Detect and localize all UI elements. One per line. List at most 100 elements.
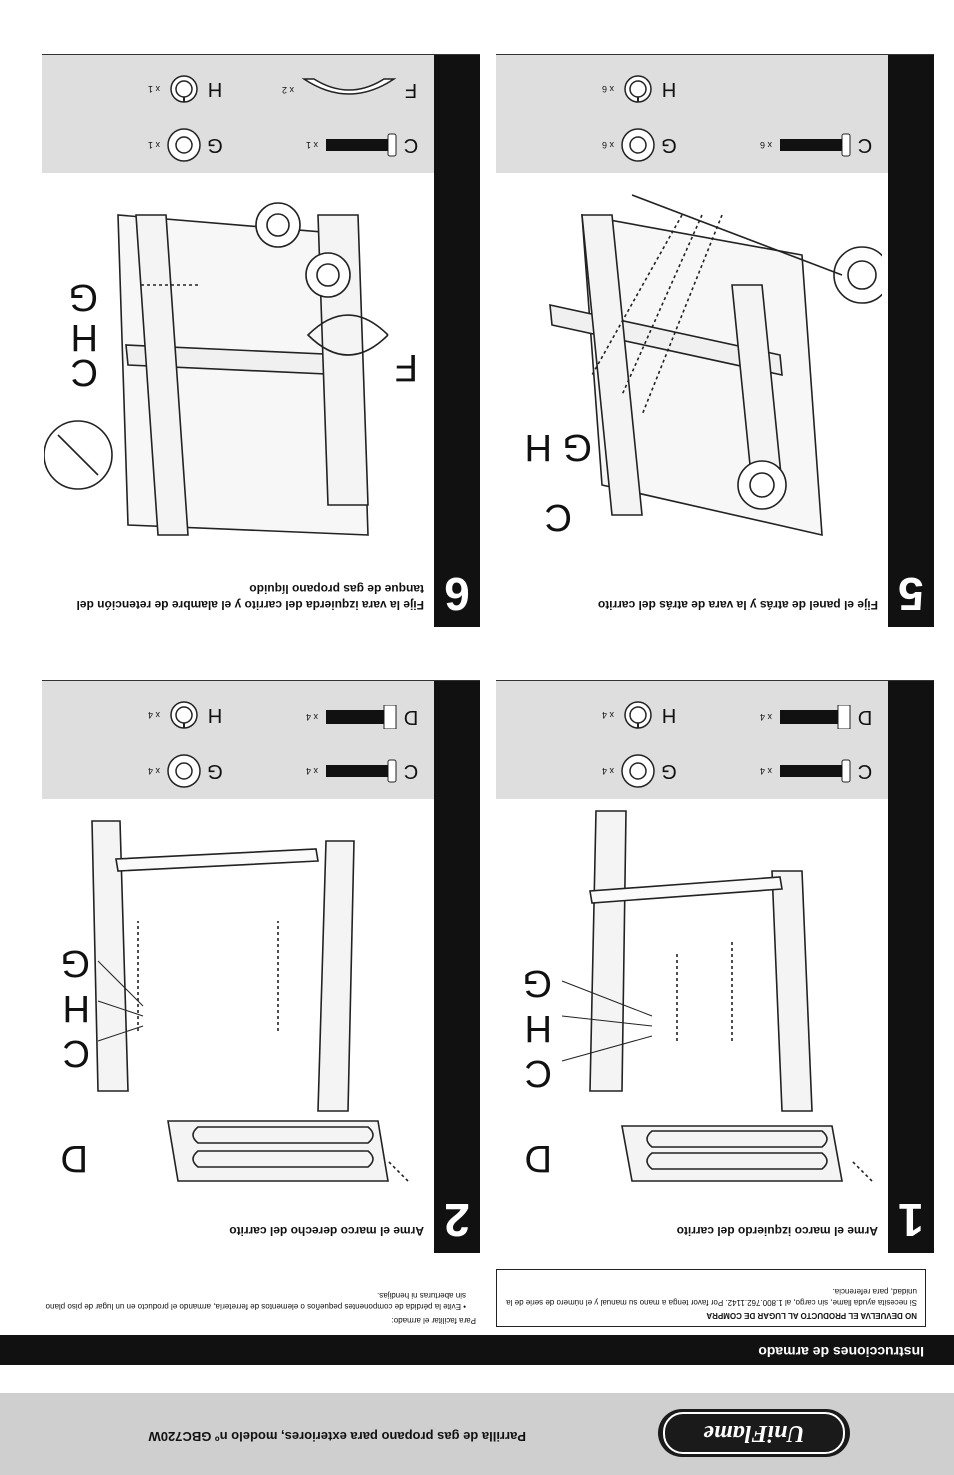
step-1-panel: 1 Arme el marco izquierdo del carrito D … bbox=[496, 680, 934, 1253]
notice-text: Si necesita ayuda llame, sin cargo, al 1… bbox=[506, 1287, 917, 1307]
bolt-icon bbox=[326, 133, 397, 157]
step-strip: 6 bbox=[434, 55, 480, 627]
step-2-panel: 2 Arme el marco derecho del carrito D C … bbox=[42, 680, 480, 1253]
step-number: 1 bbox=[898, 1194, 924, 1246]
hardware-qty: x 2 bbox=[281, 85, 294, 95]
hardware-letter: H bbox=[207, 78, 223, 101]
notice-title: NO DEVUELVA EL PRODUCTO AL LUGAR DE COMP… bbox=[706, 1311, 917, 1320]
part-label-h: H bbox=[525, 426, 552, 468]
lock-washer-icon bbox=[624, 701, 652, 729]
part-label-d: D bbox=[525, 1137, 552, 1179]
logo-text: UniFlame bbox=[663, 1412, 845, 1454]
brand-bar: UniFlame Parrilla de gas propano para ex… bbox=[0, 1393, 954, 1475]
uniflame-logo: UniFlame bbox=[658, 1409, 850, 1457]
part-label-g: G bbox=[60, 942, 90, 984]
part-label-g: G bbox=[522, 962, 552, 1004]
hardware-box: C x 1 G x 1 F x 2 H x 1 bbox=[42, 55, 434, 173]
part-label-h: H bbox=[525, 1007, 552, 1049]
hardware-letter: C bbox=[403, 134, 419, 157]
lock-washer-icon bbox=[624, 75, 652, 103]
bolt-icon bbox=[780, 133, 851, 157]
hardware-letter: G bbox=[207, 760, 223, 783]
hardware-letter: H bbox=[661, 704, 677, 727]
lock-washer-icon bbox=[170, 701, 198, 729]
hardware-letter: H bbox=[661, 78, 677, 101]
hardware-letter: F bbox=[404, 79, 418, 102]
hardware-item: H x 1 bbox=[148, 71, 228, 107]
hardware-item: G x 1 bbox=[148, 127, 228, 163]
hardware-letter: C bbox=[857, 134, 873, 157]
step-title: Arme el marco derecho del carrito bbox=[229, 1224, 424, 1238]
right-frame-diagram: D C H G bbox=[60, 820, 409, 1182]
hardware-letter: C bbox=[857, 760, 873, 783]
part-label-f: F bbox=[395, 346, 418, 388]
hardware-qty: x 4 bbox=[759, 712, 772, 722]
step-title: Arme el marco izquierdo del carrito bbox=[676, 1224, 878, 1238]
hardware-item: C x 4 bbox=[306, 759, 424, 783]
hardware-letter: G bbox=[661, 760, 677, 783]
hardware-qty: x 4 bbox=[147, 766, 160, 776]
hardware-item: G x 6 bbox=[602, 127, 682, 163]
step-6-panel: 6 Fije la vara izquierda del carrito y e… bbox=[42, 54, 480, 627]
tips-title: Para facilitar el armado: bbox=[391, 1316, 476, 1325]
hardware-qty: x 4 bbox=[147, 710, 160, 720]
hardware-qty: x 4 bbox=[601, 710, 614, 720]
hardware-letter: C bbox=[403, 760, 419, 783]
washer-icon bbox=[167, 754, 201, 788]
hardware-item: F x 2 bbox=[282, 75, 424, 105]
part-label-c: C bbox=[545, 496, 572, 538]
step-title: Fije el panel de atrás y la vara de atrá… bbox=[597, 598, 878, 612]
bolt-icon bbox=[780, 759, 851, 783]
step-title: Fije la vara izquierda del carrito y el … bbox=[76, 582, 424, 612]
hardware-qty: x 4 bbox=[601, 766, 614, 776]
step-5-panel: 5 Fije el panel de atrás y la vara de at… bbox=[496, 54, 934, 627]
hardware-item: G x 4 bbox=[602, 753, 682, 789]
part-label-g: G bbox=[562, 426, 592, 468]
part-label-h: H bbox=[71, 316, 98, 358]
washer-icon bbox=[167, 128, 201, 162]
hardware-item: D x 4 bbox=[306, 705, 424, 729]
hardware-letter: D bbox=[857, 706, 873, 729]
hardware-qty: x 6 bbox=[601, 140, 614, 150]
hardware-box: C x 4 G x 4 D x 4 H x 4 bbox=[42, 681, 434, 799]
bolt-icon bbox=[326, 759, 397, 783]
tips-text: • Evite la pérdida de componentes pequeñ… bbox=[45, 1291, 466, 1311]
product-title: Parrilla de gas propano para exteriores,… bbox=[148, 1429, 526, 1444]
hardware-letter: G bbox=[207, 134, 223, 157]
hardware-box: C x 4 G x 4 D x 4 H x 4 bbox=[496, 681, 888, 799]
assembly-tips: Para facilitar el armado: • Evite la pér… bbox=[36, 1290, 476, 1325]
part-label-d: D bbox=[61, 1137, 88, 1179]
left-frame-diagram: D C H G bbox=[522, 810, 873, 1182]
hardware-item: H x 4 bbox=[602, 697, 682, 733]
hardware-qty: x 4 bbox=[759, 766, 772, 776]
hardware-qty: x 1 bbox=[147, 84, 160, 94]
step-number: 6 bbox=[444, 568, 470, 620]
hardware-item: C x 6 bbox=[760, 133, 878, 157]
hardware-letter: H bbox=[207, 704, 223, 727]
washer-icon bbox=[621, 128, 655, 162]
hardware-box: C x 6 G x 6 H x 6 bbox=[496, 55, 888, 173]
hardware-qty: x 6 bbox=[601, 84, 614, 94]
hardware-qty: x 1 bbox=[147, 140, 160, 150]
part-label-h: H bbox=[63, 987, 90, 1029]
part-label-c: C bbox=[525, 1052, 552, 1094]
hex-bolt-icon bbox=[326, 705, 397, 729]
lock-washer-icon bbox=[170, 75, 198, 103]
step-strip: 1 bbox=[888, 681, 934, 1253]
step-number: 5 bbox=[898, 568, 924, 620]
hardware-letter: D bbox=[403, 706, 419, 729]
hardware-item: G x 4 bbox=[148, 753, 228, 789]
hardware-item: D x 4 bbox=[760, 705, 878, 729]
hardware-qty: x 6 bbox=[759, 140, 772, 150]
hex-bolt-icon bbox=[780, 705, 851, 729]
step-strip: 5 bbox=[888, 55, 934, 627]
tank-wire-diagram: F C H G bbox=[44, 202, 418, 536]
section-bar: Instrucciones de armado bbox=[0, 1335, 954, 1365]
hardware-qty: x 4 bbox=[305, 766, 318, 776]
part-label-c: C bbox=[63, 1032, 90, 1074]
notice-box: NO DEVUELVA EL PRODUCTO AL LUGAR DE COMP… bbox=[496, 1269, 926, 1327]
part-label-g: G bbox=[68, 276, 98, 318]
hardware-item: C x 4 bbox=[760, 759, 878, 783]
hardware-qty: x 1 bbox=[305, 140, 318, 150]
